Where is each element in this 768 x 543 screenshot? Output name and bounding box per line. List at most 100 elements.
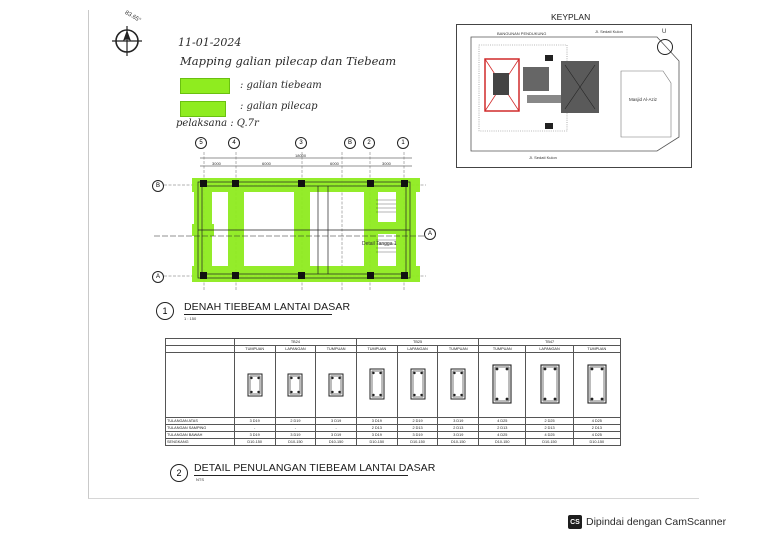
table-cell: 2 D19 — [396, 417, 439, 425]
row-label: TULANGAN ATAS — [165, 417, 235, 425]
table-cell: 3 D19 — [274, 431, 317, 439]
beam-section-icon — [233, 352, 276, 418]
table-cell: 4 D25 — [478, 431, 527, 439]
table-cell: D10-150 — [572, 438, 622, 446]
table-cell: 2 D13 — [525, 424, 574, 432]
section-scale-plan: 1 : 150 — [184, 316, 197, 321]
keyplan-title: KEYPLAN — [551, 12, 591, 22]
table-cell: 3 D19 — [233, 431, 276, 439]
table-cell: 4 D25 — [478, 417, 527, 425]
grid-bubble-b-left: B — [152, 180, 164, 192]
rebar-detail-table: TB24 TB25 TB47 TUMPUAN LAPANGAN TUMPUAN … — [165, 338, 622, 446]
table-cell: 2 D19 — [274, 417, 317, 425]
section-title-detail: DETAIL PENULANGAN TIEBEAM LANTAI DASAR — [194, 462, 436, 474]
table-cell: 2 D13 — [572, 424, 622, 432]
beam-section-icon — [315, 352, 357, 418]
table-cell: 2 D13 — [396, 424, 439, 432]
table-cell: 3 D19 — [315, 417, 357, 425]
table-group-row: TB24 TB25 TB47 — [165, 338, 621, 346]
table-cell: - — [233, 424, 276, 432]
table-row: TULANGAN ATAS 3 D19 2 D19 3 D19 3 D19 2 … — [165, 417, 622, 425]
table-cell: D10-150 — [437, 438, 480, 446]
sub-header: TUMPUAN — [572, 345, 622, 353]
table-cell: 3 D19 — [233, 417, 276, 425]
sub-header: TUMPUAN — [233, 345, 276, 353]
grid-bubble-3: 3 — [295, 137, 307, 149]
handwritten-date: 11-01-2024 — [178, 36, 242, 49]
table-cell: 3 D19 — [437, 417, 480, 425]
group-header: TB25 — [355, 338, 480, 346]
table-cell: 3 D19 — [355, 431, 398, 439]
camscanner-logo-icon: CS — [568, 515, 582, 529]
beam-section-icon — [572, 352, 622, 418]
keyplan-drawing — [470, 36, 680, 152]
table-cell: D10-150 — [396, 438, 439, 446]
grid-bubble-5: 5 — [195, 137, 207, 149]
table-cell: D10-150 — [478, 438, 527, 446]
table-row: TULANGAN BAWAH 3 D19 3 D19 3 D19 3 D19 3… — [165, 431, 622, 439]
table-row: SENGKANG D10-150 D10-150 D10-150 D10-150… — [165, 438, 622, 446]
table-cell: - — [315, 424, 357, 432]
section-marker-a: A — [424, 228, 436, 240]
group-header: TB47 — [478, 338, 621, 346]
table-cell: 4 D25 — [572, 417, 622, 425]
sub-header: TUMPUAN — [355, 345, 398, 353]
table-cell: 2 D25 — [525, 417, 574, 425]
table-cell: 3 D19 — [396, 431, 439, 439]
sub-header: LAPANGAN — [274, 345, 317, 353]
sub-header: TUMPUAN — [437, 345, 480, 353]
sub-header: TUMPUAN — [315, 345, 357, 353]
legend-swatch-pilecap — [180, 101, 226, 117]
grid-bubble-a-left: A — [152, 271, 164, 283]
table-cell: 4 D25 — [525, 431, 574, 439]
legend-label-tiebeam: : galian tiebeam — [240, 80, 322, 91]
row-label: TULANGAN BAWAH — [165, 431, 235, 439]
grid-bubble-4: 4 — [228, 137, 240, 149]
keyplan-north-icon — [657, 39, 673, 55]
beam-section-icon — [396, 352, 439, 418]
section-scale-detail: NTS — [196, 477, 204, 482]
plan-dim-total: 18000 — [295, 153, 307, 158]
beam-section-icon — [525, 352, 574, 418]
group-header: TB24 — [233, 338, 357, 346]
table-cell: - — [274, 424, 317, 432]
handwritten-title: Mapping galian pilecap dan Tiebeam — [180, 54, 397, 68]
section-number-1: 1 — [156, 302, 174, 320]
camscanner-label: Dipindai dengan CamScanner — [586, 516, 727, 528]
sub-header: TUMPUAN — [478, 345, 527, 353]
section-title-plan: DENAH TIEBEAM LANTAI DASAR — [184, 301, 351, 313]
north-arrow-icon — [112, 26, 142, 56]
table-cell: 2 D13 — [478, 424, 527, 432]
plan-callout: Detail Tangga 1 — [362, 241, 397, 247]
keyplan-label-road-bottom: Jl. Sedati Kulon — [529, 155, 557, 160]
section-title-detail-underline — [194, 475, 408, 476]
camscanner-badge: CS Dipindai dengan CamScanner — [568, 514, 726, 530]
row-label: SENGKANG — [165, 438, 235, 446]
table-drawing-row — [165, 352, 622, 418]
section-number-2: 2 — [170, 464, 188, 482]
section-title-underline — [184, 314, 332, 315]
keyplan-box: KEYPLAN BANGUNAN PENDUKUNG Jl. Sedati Ku… — [456, 12, 692, 168]
plan-dim-3: 6000 — [330, 161, 339, 166]
sub-header: LAPANGAN — [525, 345, 574, 353]
keyplan-label-building: BANGUNAN PENDUKUNG — [497, 31, 547, 36]
table-row: TULANGAN SAMPING - - - 2 D13 2 D13 2 D13… — [165, 424, 622, 432]
sub-header: LAPANGAN — [396, 345, 439, 353]
plan-dim-1: 3000 — [212, 161, 221, 166]
plan-dim-2: 6000 — [262, 161, 271, 166]
table-cell: D10-150 — [355, 438, 398, 446]
table-cell: 2 D13 — [355, 424, 398, 432]
table-cell: 3 D19 — [355, 417, 398, 425]
beam-section-icon — [274, 352, 317, 418]
legend-swatch-tiebeam — [180, 78, 230, 94]
row-label: TULANGAN SAMPING — [165, 424, 235, 432]
beam-section-icon — [478, 352, 527, 418]
grid-bubble-b-top: B — [344, 137, 356, 149]
grid-bubble-1: 1 — [397, 137, 409, 149]
tiebeam-floor-plan — [154, 152, 432, 290]
keyplan-north-letter: U — [662, 29, 667, 35]
plan-dim-4: 3000 — [382, 161, 391, 166]
table-subheader-row: TUMPUAN LAPANGAN TUMPUAN TUMPUAN LAPANGA… — [165, 345, 622, 353]
table-cell: D10-150 — [525, 438, 574, 446]
table-cell: 3 D19 — [437, 431, 480, 439]
